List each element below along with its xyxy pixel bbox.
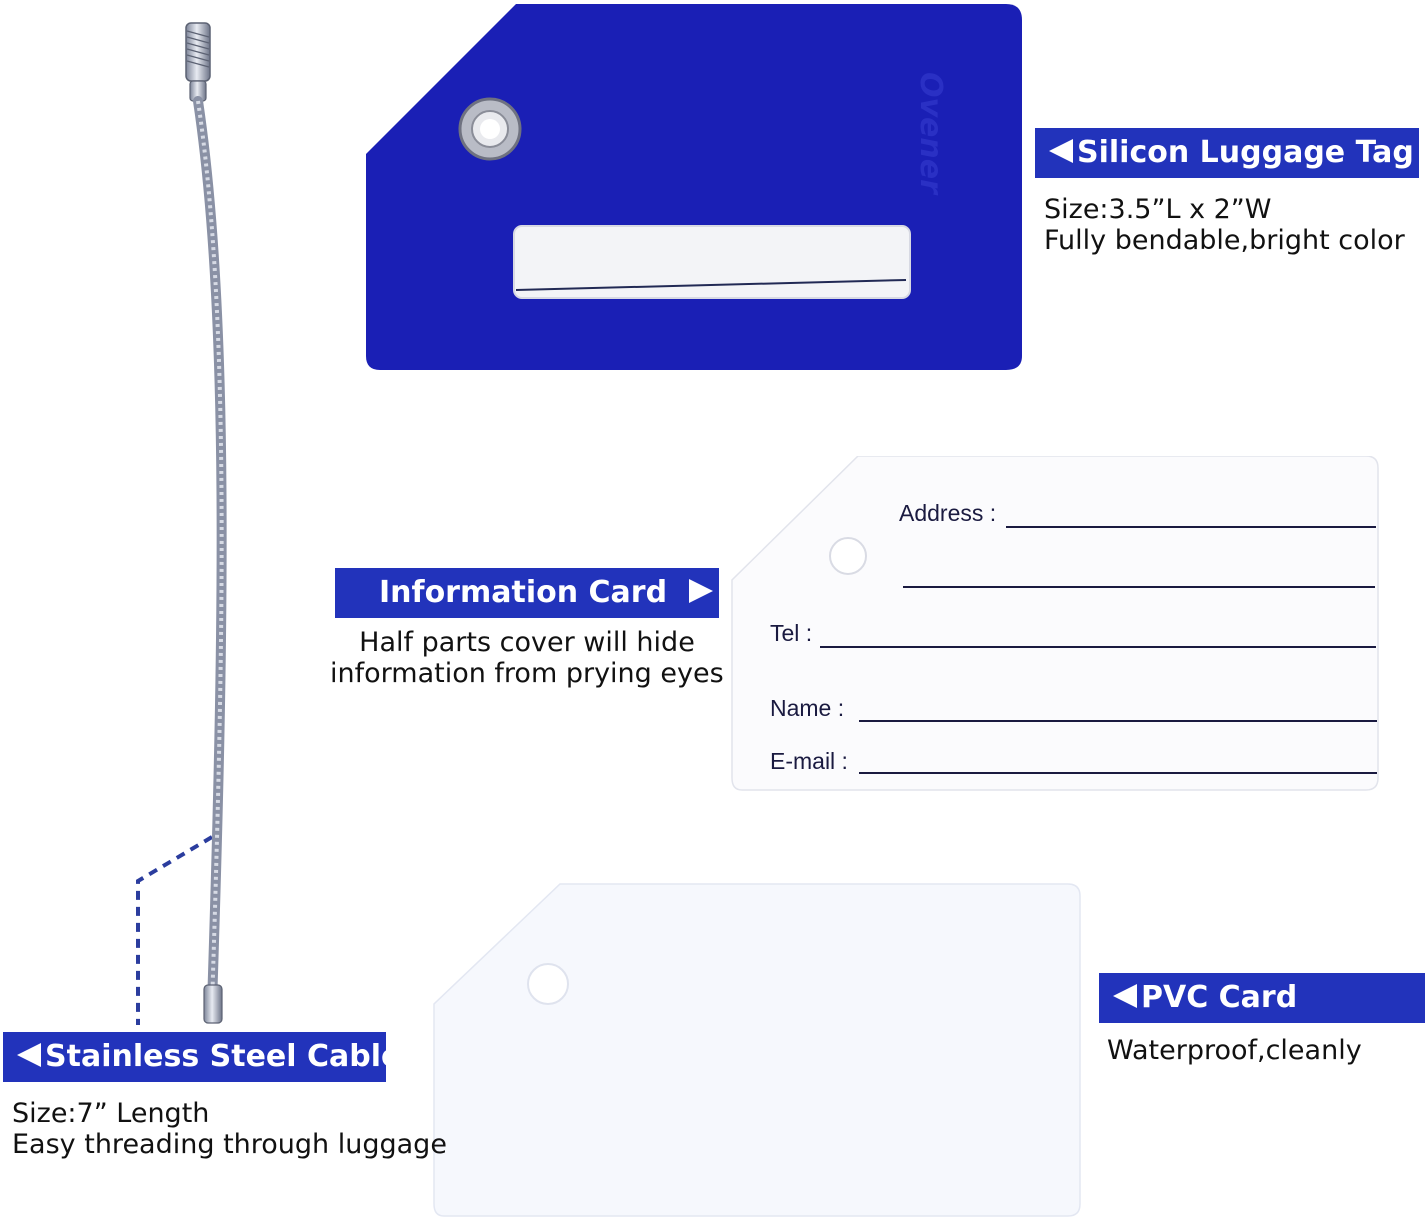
email-label: E-mail : xyxy=(770,748,848,774)
tel-label: Tel : xyxy=(770,620,813,646)
steel-cable xyxy=(136,22,227,1025)
steel-cable-label: Stainless Steel Cable xyxy=(3,1032,401,1082)
name-line xyxy=(859,720,1377,722)
information-card-desc-2: information from prying eyes xyxy=(330,658,724,689)
information-card-label: Information Card xyxy=(335,568,719,618)
cable-end-cap xyxy=(203,984,223,1024)
silicon-tag-desc-1: Size:3.5”L x 2”W xyxy=(1044,194,1272,225)
pvc-card-label-text: PVC Card xyxy=(1141,980,1298,1015)
silicon-tag-label-text: Silicon Luggage Tag xyxy=(1077,135,1414,170)
arrow-right-icon xyxy=(689,578,714,603)
pvc-card-label: PVC Card xyxy=(1099,973,1425,1023)
silicon-tag-label: Silicon Luggage Tag xyxy=(1035,128,1419,178)
arrow-left-icon xyxy=(17,1042,41,1067)
information-card xyxy=(731,456,1379,791)
information-card-label-text: Information Card xyxy=(379,575,668,610)
arrow-left-icon xyxy=(1049,138,1073,163)
card-body xyxy=(731,456,1379,791)
cable-wire xyxy=(193,96,227,1010)
steel-cable-desc-1: Size:7” Length xyxy=(12,1098,210,1129)
address-line-2 xyxy=(903,586,1375,588)
address-line-1 xyxy=(1006,526,1376,528)
information-card-desc-1: Half parts cover will hide xyxy=(359,627,695,658)
address-label: Address : xyxy=(899,500,997,526)
email-line xyxy=(859,772,1377,774)
pvc-card-hole xyxy=(527,963,569,1005)
pvc-card-desc-1: Waterproof,cleanly xyxy=(1107,1035,1362,1066)
card-hole xyxy=(829,537,867,575)
pvc-card-body xyxy=(433,883,1081,1217)
tel-line xyxy=(820,646,1376,648)
pvc-card xyxy=(433,883,1081,1217)
arrow-left-icon xyxy=(1113,983,1137,1008)
steel-cable-label-text: Stainless Steel Cable xyxy=(45,1039,402,1074)
steel-cable-desc-2: Easy threading through luggage xyxy=(12,1129,447,1160)
silicon-tag xyxy=(366,4,1022,370)
silicon-tag-desc-2: Fully bendable,bright color xyxy=(1044,225,1405,256)
name-label: Name : xyxy=(770,695,845,721)
leader-dashed-line xyxy=(136,835,214,1025)
tag-window xyxy=(513,225,911,299)
tag-brand-text: Ovener xyxy=(913,72,948,194)
